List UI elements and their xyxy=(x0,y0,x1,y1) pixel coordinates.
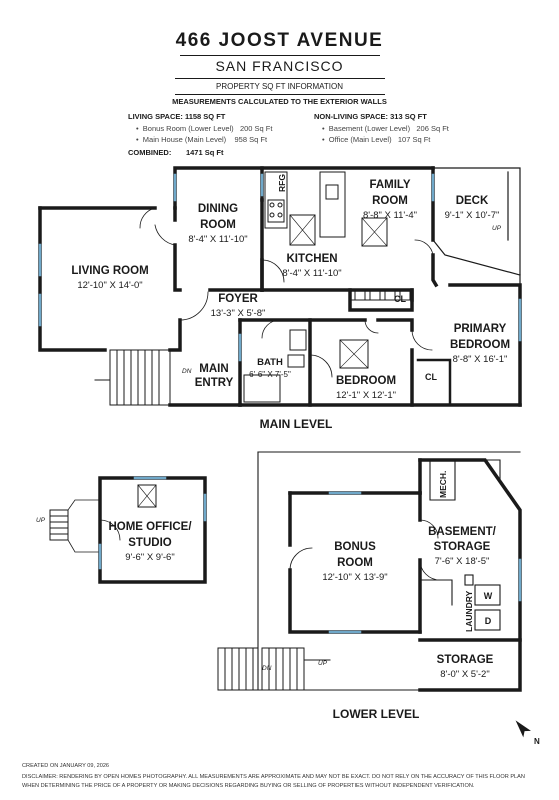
lower-stairs xyxy=(217,647,331,691)
dining-room-dims: 8'-4" X 11'-10" xyxy=(188,234,247,245)
nonliving-space-info: NON-LIVING SPACE: 313 SQ FT • Basement (… xyxy=(314,112,449,144)
basement-label: BASEMENT/ xyxy=(428,526,497,538)
north-arrow-icon xyxy=(515,720,531,738)
home-office-dims: 9'-6" X 9'-6" xyxy=(125,552,174,563)
storage-label: STORAGE xyxy=(437,654,494,666)
rfg-label: RFG xyxy=(277,174,287,192)
main-entry-label-2: ENTRY xyxy=(195,377,234,389)
item-name: Office (Main Level) xyxy=(328,135,392,144)
living-room-dims: 12'-10" X 14'-0" xyxy=(77,280,142,291)
item-value: 958 Sq Ft xyxy=(234,135,268,144)
deck-up-label: UP xyxy=(492,225,502,232)
windows-main xyxy=(38,173,522,362)
deck-label: DECK xyxy=(456,195,489,207)
list-item: • Office (Main Level) 107 Sq Ft xyxy=(322,135,431,144)
office-up-label: UP xyxy=(36,517,46,524)
door-swings-lower xyxy=(99,519,441,581)
lower-level-label: LOWER LEVEL xyxy=(333,707,420,721)
living-space-info: LIVING SPACE: 1158 SQ FT • Bonus Room (L… xyxy=(128,112,272,157)
main-level-label: MAIN LEVEL xyxy=(260,417,333,431)
bonus-room-label: BONUS xyxy=(334,541,376,553)
door-swings-main xyxy=(139,207,434,378)
washer-label: W xyxy=(484,591,493,601)
compass-label: N xyxy=(534,737,540,746)
primary-bedroom-label: PRIMARY xyxy=(454,323,507,335)
living-room-label: LIVING ROOM xyxy=(71,265,148,277)
deck-outline xyxy=(432,167,521,286)
city-subtitle: SAN FRANCISCO xyxy=(215,58,344,74)
basement-label-2: STORAGE xyxy=(434,541,491,553)
list-item: • Main House (Main Level) 958 Sq Ft xyxy=(136,135,268,144)
main-entry-stairs xyxy=(94,349,171,406)
disclaimer-line-1: DISCLAIMER: RENDERING BY OPEN HOMES PHOT… xyxy=(22,774,525,780)
storage-dims: 8'-0" X 5'-2" xyxy=(440,669,489,680)
basement-dims: 7'-6" X 18'-5" xyxy=(435,556,490,567)
family-room-dims: 8'-8" X 11'-4" xyxy=(363,210,417,221)
address-title: 466 JOOST AVENUE xyxy=(175,30,384,51)
family-room-label-2: ROOM xyxy=(372,195,408,207)
bonus-room-label-2: ROOM xyxy=(337,557,373,569)
dining-room-label-2: ROOM xyxy=(200,219,236,231)
kitchen-fixtures xyxy=(264,171,388,247)
item-name: Bonus Room (Lower Level) xyxy=(142,124,234,133)
closet-label-1: CL xyxy=(394,294,406,304)
bath-dims: 6'-6" X 7'-5" xyxy=(249,370,291,379)
bedroom-label: BEDROOM xyxy=(336,375,396,387)
primary-bedroom-dims: 8'-8" X 16'-1" xyxy=(453,354,508,365)
item-name: Main House (Main Level) xyxy=(142,135,227,144)
family-room-label: FAMILY xyxy=(369,179,410,191)
bedroom-dims: 12'-1" X 12'-1" xyxy=(336,390,396,401)
bonus-room-dims: 12'-10" X 13'-9" xyxy=(322,572,387,583)
info-divider xyxy=(175,94,385,95)
office-stairs xyxy=(49,484,157,553)
subtitle-divider xyxy=(175,78,385,79)
created-date: CREATED ON JANUARY 09, 2026 xyxy=(22,763,110,769)
list-item: • Basement (Lower Level) 206 Sq Ft xyxy=(322,124,449,133)
lower-up-label: UP xyxy=(318,660,328,667)
info-heading: PROPERTY SQ FT INFORMATION xyxy=(216,82,343,91)
home-office-label-2: STUDIO xyxy=(128,537,172,549)
combined-label: COMBINED: xyxy=(128,148,172,157)
foyer-label: FOYER xyxy=(218,293,258,305)
item-value: 107 Sq Ft xyxy=(397,135,431,144)
list-item: • Bonus Room (Lower Level) 200 Sq Ft xyxy=(136,124,273,133)
windows-lower xyxy=(98,476,522,634)
nonliving-space-label: NON-LIVING SPACE: 313 SQ FT xyxy=(314,112,427,121)
item-value: 206 Sq Ft xyxy=(416,124,449,133)
deck-dims: 9'-1" X 10'-7" xyxy=(445,210,500,221)
dryer-label: D xyxy=(485,616,492,626)
combined-info: COMBINED: 1471 Sq Ft xyxy=(128,148,272,157)
item-name: Basement (Lower Level) xyxy=(328,124,411,133)
kitchen-dims: 8'-4" X 11'-10" xyxy=(282,268,341,279)
combined-value: 1471 Sq Ft xyxy=(185,148,224,157)
lower-dn-label: DN xyxy=(262,665,272,672)
kitchen-label: KITCHEN xyxy=(286,253,337,265)
disclaimer-line-2: WHEN DETERMINING THE PRICE OF A PROPERTY… xyxy=(22,783,475,789)
home-office-label: HOME OFFICE/ xyxy=(108,521,192,533)
main-entry-dn-label: DN xyxy=(182,368,192,375)
info-subheading: MEASUREMENTS CALCULATED TO THE EXTERIOR … xyxy=(172,97,387,106)
primary-bedroom-label-2: BEDROOM xyxy=(450,339,510,351)
mech-label: MECH. xyxy=(438,471,448,498)
main-entry-label: MAIN xyxy=(199,363,228,375)
item-value: 200 Sq Ft xyxy=(239,124,273,133)
closet-shelves xyxy=(349,289,413,301)
dining-room-label: DINING xyxy=(198,203,238,215)
bath-fixtures xyxy=(243,329,369,403)
closet-label-2: CL xyxy=(425,372,437,382)
foyer-dims: 13'-3" X 5'-8" xyxy=(211,308,266,319)
laundry-label: LAUNDRY xyxy=(464,590,474,632)
bath-label: BATH xyxy=(257,357,283,368)
living-space-label: LIVING SPACE: 1158 SQ FT xyxy=(128,112,226,121)
title-divider xyxy=(180,55,380,56)
